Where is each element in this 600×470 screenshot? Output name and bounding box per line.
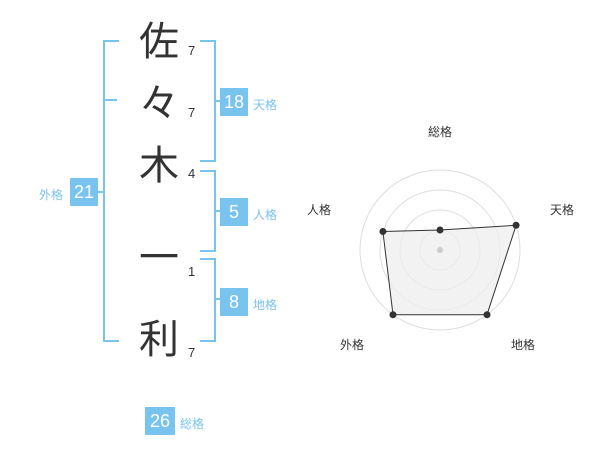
radar-point-tenkaku xyxy=(512,221,520,229)
stroke-count-2: 7 xyxy=(188,105,196,120)
tenkaku-badge: 18 xyxy=(220,88,248,116)
radar-points xyxy=(379,221,520,319)
gaikaku-bracket-mid-tick xyxy=(105,99,117,101)
radar-label-jinkaku: 人格 xyxy=(307,203,332,217)
name-char-2: 々 xyxy=(139,81,179,127)
gaikaku-label: 外格 xyxy=(39,188,64,202)
soukaku-label: 総格 xyxy=(180,417,205,431)
name-char-1: 佐 xyxy=(139,19,179,65)
chikaku-badge: 8 xyxy=(220,288,248,316)
stroke-count-4: 1 xyxy=(188,264,196,279)
jinkaku-label: 人格 xyxy=(253,208,278,222)
chikaku-connector xyxy=(214,298,222,300)
gaikaku-badge: 21 xyxy=(70,178,98,206)
radar-point-gaikaku xyxy=(389,311,397,319)
name-char-4: 一 xyxy=(139,235,179,281)
name-char-3: 木 xyxy=(139,143,179,189)
name-char-5: 利 xyxy=(139,317,179,363)
stroke-count-1: 7 xyxy=(188,43,196,58)
tenkaku-connector xyxy=(214,100,222,102)
soukaku-badge: 26 xyxy=(145,407,175,435)
chikaku-bracket xyxy=(200,258,216,342)
radar-label-chikaku: 地格 xyxy=(511,338,536,352)
jinkaku-connector xyxy=(214,210,222,212)
radar-point-jinkaku xyxy=(379,227,387,235)
radar-point-soukaku xyxy=(436,226,444,234)
gaikaku-connector xyxy=(97,191,105,193)
tenkaku-label: 天格 xyxy=(253,98,278,112)
chikaku-label: 地格 xyxy=(253,298,278,312)
radar-label-tenkaku: 天格 xyxy=(550,203,575,217)
stroke-count-3: 4 xyxy=(188,166,196,181)
radar-label-soukaku: 総格 xyxy=(428,125,453,139)
radar-center xyxy=(437,247,443,253)
radar-label-gaikaku: 外格 xyxy=(340,338,365,352)
radar-area xyxy=(382,224,517,316)
gaikaku-bracket xyxy=(103,40,119,342)
jinkaku-badge: 5 xyxy=(220,198,248,226)
radar-point-chikaku xyxy=(483,311,491,319)
radar-grid-ring xyxy=(359,169,521,331)
stroke-count-5: 7 xyxy=(188,345,196,360)
fortune-radar-chart xyxy=(359,169,521,331)
